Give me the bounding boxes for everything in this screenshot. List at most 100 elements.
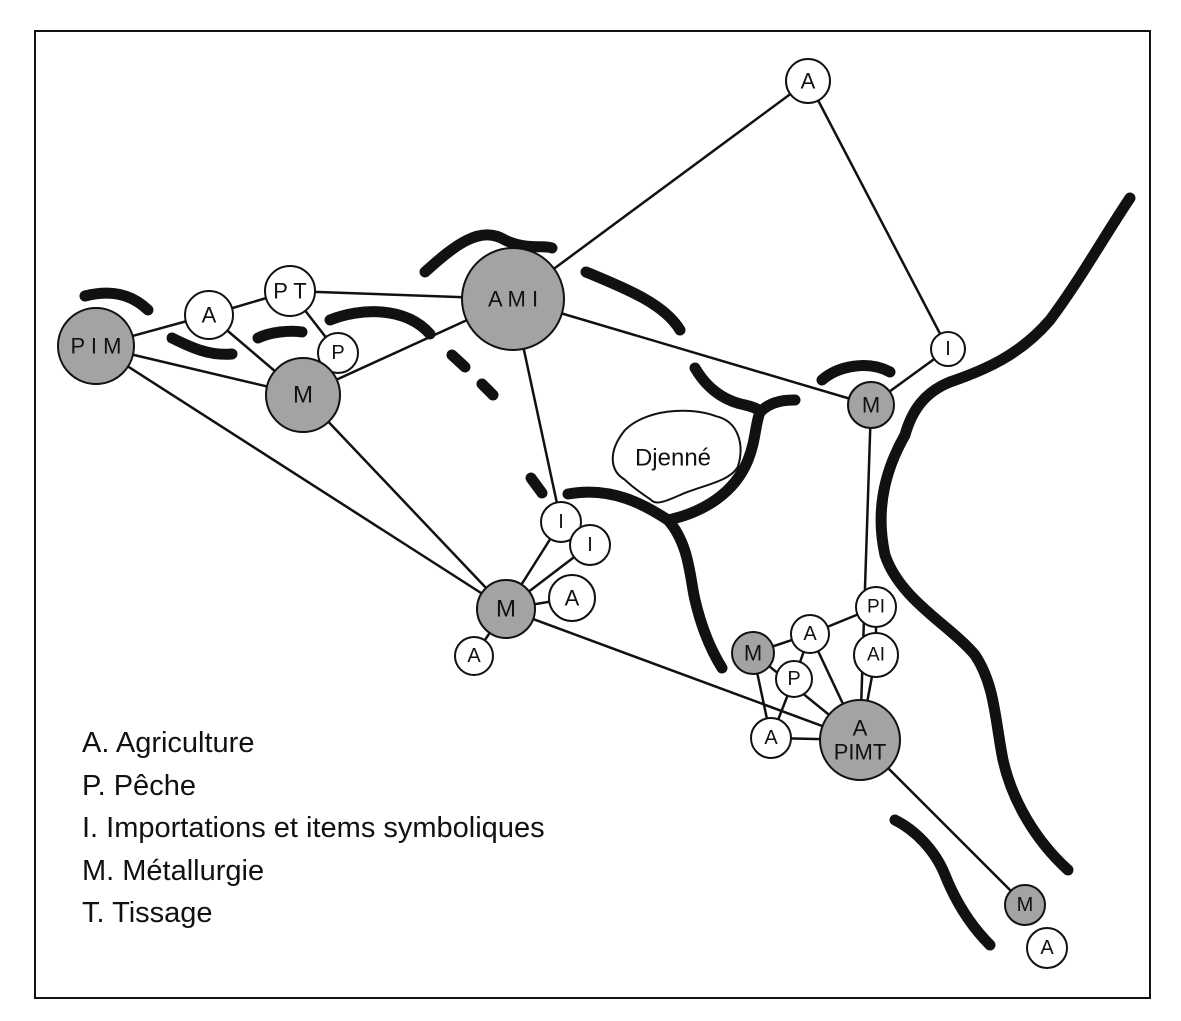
site-node-m2: M: [476, 579, 536, 639]
site-circle: [317, 332, 359, 374]
site-node-ir: I: [930, 331, 966, 367]
legend-item-agriculture: A. Agriculture: [82, 727, 255, 759]
djenne-label: Djenné: [635, 445, 711, 472]
site-node-ai: AI: [853, 632, 899, 678]
site-circle: [1004, 884, 1046, 926]
site-circle: [775, 660, 813, 698]
legend-item-importations: I. Importations et items symboliques: [82, 812, 545, 844]
site-label: I: [587, 534, 593, 556]
river-channels: [79, 192, 1136, 951]
site-label: A: [801, 69, 816, 94]
site-node-pt: P T: [264, 265, 316, 317]
site-label: P: [331, 342, 344, 364]
site-node-a5: A: [750, 717, 792, 759]
site-circle: [540, 501, 582, 543]
link-m2-big: [505, 607, 861, 742]
site-label: I: [558, 511, 564, 533]
djenne-outline-inner: [613, 411, 740, 502]
site-circle: [461, 247, 565, 351]
site-node-a6: A: [1026, 927, 1068, 969]
site-node-i1: I: [540, 501, 582, 543]
site-node-m4: M: [1004, 884, 1046, 926]
link-ami-atop: [512, 79, 809, 301]
site-circle: [819, 699, 901, 781]
site-label: M: [862, 393, 880, 418]
site-circle: [548, 574, 596, 622]
site-circle: [855, 586, 897, 628]
site-label: M: [744, 641, 762, 666]
site-circle: [184, 290, 234, 340]
site-label: M: [1017, 894, 1034, 916]
frame-border: [34, 30, 1151, 999]
site-node-m1: M: [265, 357, 341, 433]
site-node-atop: A: [785, 58, 831, 104]
site-circle: [847, 381, 895, 429]
site-circle: [790, 614, 830, 654]
site-node-pim: P I M: [57, 307, 135, 385]
river-channel: [662, 394, 801, 526]
site-circle: [57, 307, 135, 385]
link-atop-ir: [806, 80, 950, 350]
site-circle: [853, 632, 899, 678]
river-channel: [252, 325, 308, 344]
river-channel: [875, 192, 1136, 876]
link-ami-mr: [512, 297, 872, 407]
site-label: PI: [867, 597, 885, 618]
site-node-mr: M: [847, 381, 895, 429]
site-circle: [750, 717, 792, 759]
site-node-p1: P: [317, 332, 359, 374]
link-pim-m2: [95, 344, 507, 611]
site-label: A M I: [488, 287, 538, 312]
site-circle: [785, 58, 831, 104]
river-channel: [689, 362, 766, 418]
town-outline: Djenné: [611, 409, 742, 504]
site-node-p2: P: [775, 660, 813, 698]
river-channel: [580, 266, 686, 336]
legend-item-tissage: T. Tissage: [82, 897, 213, 929]
river-channel: [889, 814, 996, 951]
site-circle: [1026, 927, 1068, 969]
link-m1-m2: [302, 394, 507, 610]
site-label: A: [467, 645, 481, 667]
site-label: A: [202, 303, 217, 328]
link-mr-big: [858, 404, 873, 741]
river-channel: [79, 287, 154, 316]
site-label: A: [803, 623, 817, 645]
site-circle: [569, 524, 611, 566]
river-channel: [419, 229, 558, 278]
site-label: I: [945, 338, 951, 360]
site-label: P I M: [71, 334, 122, 359]
site-circle: [930, 331, 966, 367]
site-circle: [476, 579, 536, 639]
river-channel: [816, 360, 896, 386]
site-label: P: [787, 668, 800, 690]
legend: A. Agriculture P. Pêche I. Importations …: [82, 722, 545, 935]
site-node-i2: I: [569, 524, 611, 566]
site-circle: [454, 636, 494, 676]
site-label: M: [496, 596, 516, 623]
river-channel: [525, 472, 548, 499]
river-channel: [446, 349, 471, 373]
river-channel: [324, 306, 436, 340]
site-node-m3: M: [731, 631, 775, 675]
site-label: AI: [867, 645, 885, 666]
site-node-a3: A: [454, 636, 494, 676]
site-label: A: [565, 586, 580, 611]
site-label: A: [1040, 937, 1054, 959]
site-label: P T: [273, 279, 306, 304]
site-label: A: [764, 727, 778, 749]
river-channel: [562, 486, 728, 674]
site-node-ami: A M I: [461, 247, 565, 351]
site-node-a4: A: [790, 614, 830, 654]
site-circle: [265, 357, 341, 433]
site-node-a1: A: [184, 290, 234, 340]
site-circle: [264, 265, 316, 317]
legend-item-metallurgie: M. Métallurgie: [82, 854, 265, 887]
river-channel: [476, 378, 499, 401]
site-label: M: [293, 382, 313, 409]
legend-item-peche: P. Pêche: [82, 769, 196, 802]
